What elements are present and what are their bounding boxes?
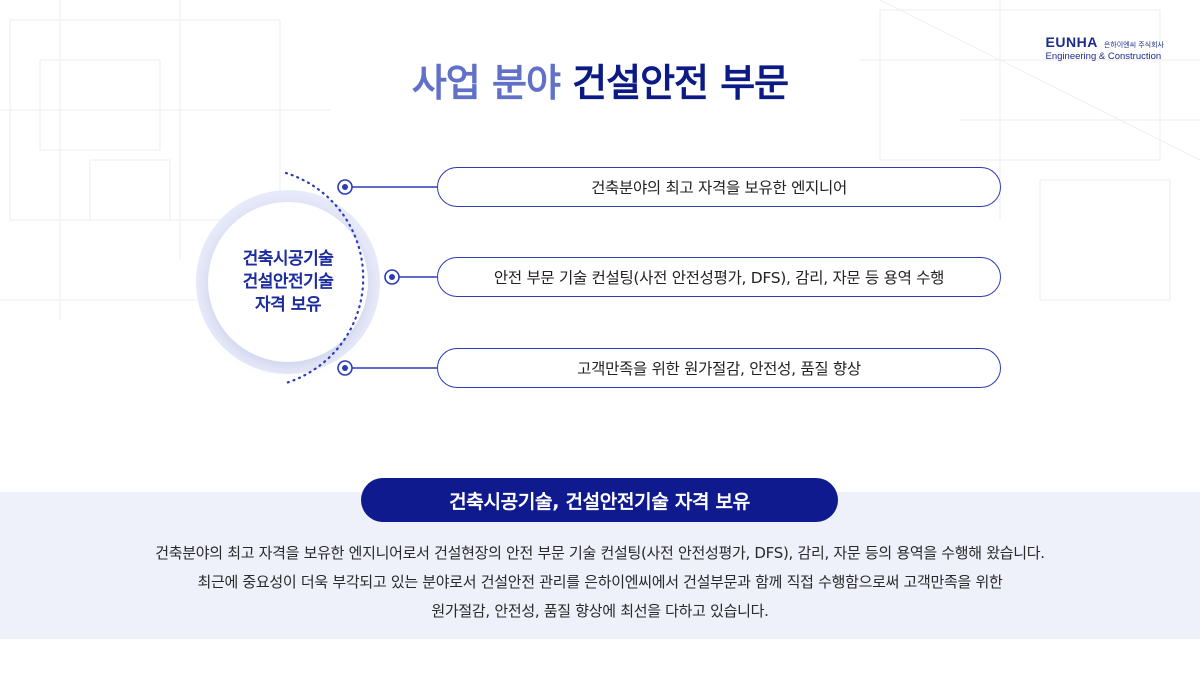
qualification-circle: 건축시공기술 건설안전기술 자격 보유 [208,202,368,362]
summary-description: 건축분야의 최고 자격을 보유한 엔지니어로서 건설현장의 안전 부문 기술 컨… [0,539,1200,626]
feature-item-1: 건축분야의 최고 자격을 보유한 엔지니어 [437,167,1001,207]
description-line: 건축분야의 최고 자격을 보유한 엔지니어로서 건설현장의 안전 부문 기술 컨… [155,544,1045,562]
logo-mark: EUNHA [1045,34,1098,50]
logo-korean-name: 은하이엔씨 주식회사 [1103,41,1164,49]
description-line: 원가절감, 안전성, 품질 향상에 최선을 다하고 있습니다. [431,602,769,620]
title-part-2: 건설안전 부문 [572,61,789,105]
circle-line: 건축시공기술 [242,248,334,269]
page-title: 사업 분야 건설안전 부문 [0,52,1200,107]
summary-badge: 건축시공기술, 건설안전기술 자격 보유 [361,478,838,522]
node-dot [384,269,400,285]
title-part-1: 사업 분야 [411,61,561,105]
node-dot [337,360,353,376]
circle-line: 자격 보유 [255,294,321,315]
circle-line: 건설안전기술 [242,271,334,292]
connector-graphic [284,171,437,385]
description-line: 최근에 중요성이 더욱 부각되고 있는 분야로서 건설안전 관리를 은하이엔씨에… [197,573,1003,591]
feature-item-2: 안전 부문 기술 컨설팅(사전 안전성평가, DFS), 감리, 자문 등 용역… [437,257,1001,297]
node-dot [337,179,353,195]
dotted-arc [284,171,365,385]
logo-subtitle: Engineering & Construction [1045,51,1162,62]
company-logo: EUNHA 은하이엔씨 주식회사 Engineering & Construct… [1046,34,1164,62]
feature-item-3: 고객만족을 위한 원가절감, 안전성, 품질 향상 [437,348,1001,388]
